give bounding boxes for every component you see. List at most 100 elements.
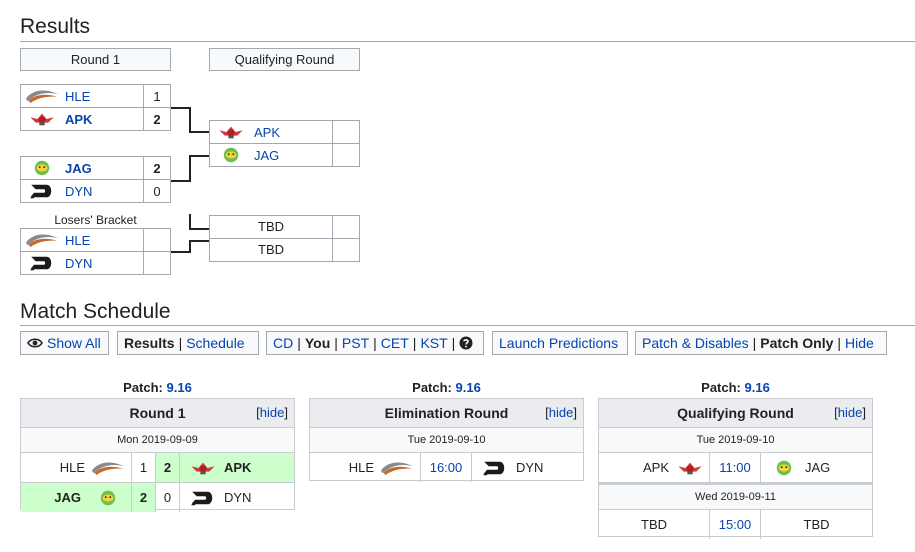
bracket-connector: [189, 131, 209, 133]
hide-toggle[interactable]: [hide]: [545, 405, 577, 420]
bracket-connector: [171, 107, 190, 109]
bracket-connector: [189, 107, 191, 133]
results-tab[interactable]: Results: [124, 335, 175, 351]
team1-cell: JAG: [21, 483, 131, 512]
team2-cell: APK: [179, 453, 294, 482]
bracket-team-hle[interactable]: HLE: [21, 229, 143, 251]
team2-score: 0: [155, 483, 179, 512]
bracket-slot-jag: JAG 2: [20, 156, 171, 180]
jag-logo-icon: [769, 458, 799, 478]
launch-predictions-button[interactable]: Launch Predictions: [492, 331, 628, 355]
dyn-logo-icon: [23, 253, 61, 273]
hide-link[interactable]: hide: [548, 405, 574, 420]
patch-only-selected[interactable]: Patch Only: [760, 335, 834, 351]
tz-you-selected[interactable]: You: [304, 335, 331, 351]
jag-logo-icon: [23, 158, 61, 178]
card-header: Round 1 [hide]: [21, 399, 294, 428]
bracket-score: 2: [143, 157, 170, 179]
bracket-team-jag[interactable]: JAG: [21, 157, 143, 179]
bracket-connector: [189, 155, 209, 157]
tz-cet-link[interactable]: CET: [380, 335, 409, 351]
match-time[interactable]: 16:00: [420, 453, 472, 482]
timezone-selector: CD | You | PST | CET | KST |: [266, 331, 484, 355]
bracket-slot-tbd: TBD: [209, 215, 360, 239]
bracket-slot-tbd: TBD: [209, 238, 360, 262]
losers-bracket-label: Losers' Bracket: [54, 213, 137, 227]
patch-label: Patch: 9.16: [701, 380, 770, 395]
bracket-team-apk[interactable]: APK: [210, 121, 332, 143]
launch-predictions-link[interactable]: Launch Predictions: [499, 335, 619, 351]
eye-icon: [27, 337, 43, 349]
bracket-connector: [189, 240, 209, 242]
bracket-team-hle[interactable]: HLE: [21, 85, 143, 107]
results-divider: [20, 41, 915, 42]
bracket-team-dyn[interactable]: DYN: [21, 180, 143, 202]
round1-header: Round 1: [20, 48, 171, 71]
bracket-score: 1: [143, 85, 170, 107]
tz-kst-link[interactable]: KST: [420, 335, 448, 351]
bracket-score: [143, 229, 170, 251]
patch-label: Patch: 9.16: [412, 380, 481, 395]
results-heading: Results: [20, 15, 91, 38]
separator: |: [178, 335, 183, 351]
bracket-team-apk[interactable]: APK: [21, 108, 143, 130]
hle-logo-icon: [89, 458, 127, 478]
hide-link[interactable]: hide: [837, 405, 863, 420]
card-title: Round 1: [129, 405, 186, 421]
schedule-tab[interactable]: Schedule: [186, 335, 245, 351]
patch-disables-link[interactable]: Patch & Disables: [642, 335, 749, 351]
results-schedule-toggle: Results | Schedule: [117, 331, 259, 355]
bracket-score: [332, 144, 359, 166]
help-icon[interactable]: [459, 336, 473, 350]
match-row: APK 11:00 JAG: [599, 453, 872, 485]
bracket-connector: [171, 251, 190, 253]
team2-cell: DYN: [472, 453, 583, 482]
bracket-score: [143, 252, 170, 274]
elimination-round-card: Elimination Round [hide] Tue 2019-09-10 …: [309, 398, 584, 482]
match-time[interactable]: 11:00: [709, 453, 761, 482]
dyn-logo-icon: [188, 488, 218, 508]
apk-logo-icon: [675, 458, 705, 478]
card-title: Qualifying Round: [677, 405, 794, 421]
bracket-team-jag[interactable]: JAG: [210, 144, 332, 166]
hle-logo-icon: [23, 230, 61, 250]
hide-patch-link[interactable]: Hide: [845, 335, 874, 351]
hide-toggle[interactable]: [hide]: [256, 405, 288, 420]
tz-pst-link[interactable]: PST: [341, 335, 370, 351]
show-all-link[interactable]: Show All: [47, 335, 101, 351]
bracket-slot-dyn-losers: DYN: [20, 251, 171, 275]
patch-link[interactable]: 9.16: [166, 380, 192, 395]
bracket-slot-hle: HLE 1: [20, 84, 171, 108]
bracket-connector: [189, 155, 191, 182]
match-row: HLE 16:00 DYN: [310, 453, 583, 482]
team1-score: 2: [131, 483, 155, 512]
patch-link[interactable]: 9.16: [455, 380, 481, 395]
match-row: HLE 1 2 APK: [21, 453, 294, 483]
team2-cell: DYN: [179, 483, 294, 512]
jag-logo-icon: [89, 488, 127, 508]
bracket-team-tbd: TBD: [258, 242, 284, 257]
bracket-score: 2: [143, 108, 170, 130]
bracket-slot-dyn: DYN 0: [20, 179, 171, 203]
bracket-team-dyn[interactable]: DYN: [21, 252, 143, 274]
round1-schedule-card: Round 1 [hide] Mon 2019-09-09 HLE 1 2 AP…: [20, 398, 295, 512]
jag-logo-icon: [212, 145, 250, 165]
patch-link[interactable]: 9.16: [744, 380, 770, 395]
show-all-button[interactable]: Show All: [20, 331, 109, 355]
hide-toggle[interactable]: [hide]: [834, 405, 866, 420]
patch-label: Patch: 9.16: [123, 380, 192, 395]
bracket-slot-jag-qual: JAG: [209, 143, 360, 167]
bracket-connector: [171, 180, 190, 182]
dyn-logo-icon: [480, 458, 510, 478]
team1-score: 1: [131, 453, 155, 482]
bracket-connector: [189, 240, 191, 253]
team2-cell: TBD: [803, 517, 830, 532]
hide-link[interactable]: hide: [259, 405, 285, 420]
tz-cd-link[interactable]: CD: [273, 335, 294, 351]
apk-logo-icon: [188, 458, 218, 478]
match-date: Tue 2019-09-10: [599, 428, 872, 453]
match-schedule-heading: Match Schedule: [20, 300, 171, 323]
dyn-logo-icon: [23, 181, 61, 201]
bracket-connector: [189, 214, 191, 229]
match-time[interactable]: 15:00: [709, 510, 761, 539]
